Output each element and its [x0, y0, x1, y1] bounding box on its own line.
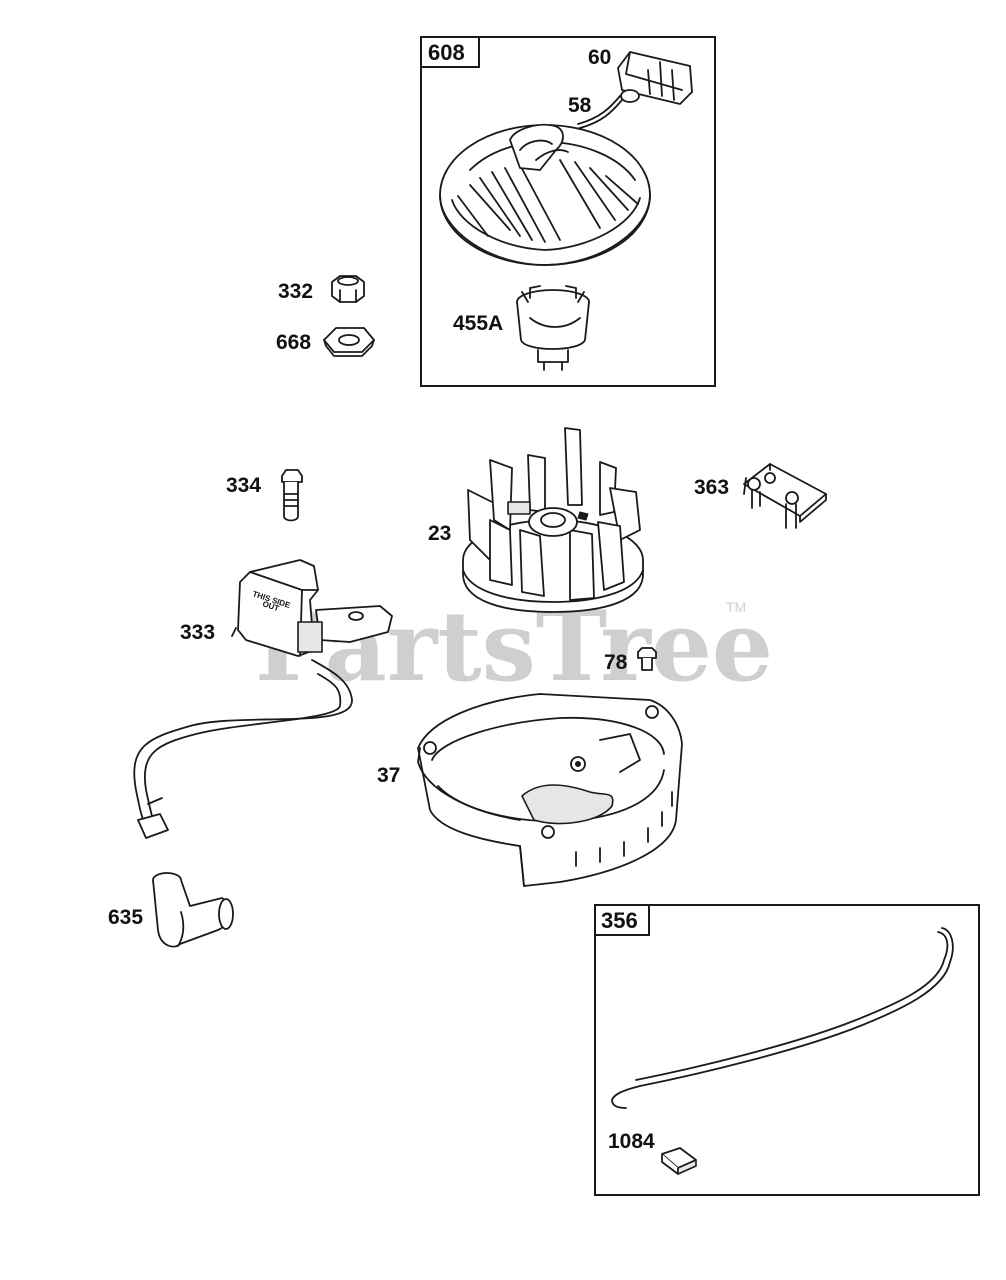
flywheel-part-23[interactable] [462, 427, 644, 613]
ground-wire-part-356[interactable] [611, 927, 954, 1109]
bolt-part-334[interactable] [281, 469, 303, 522]
callout-635: 635 [108, 906, 143, 929]
callout-332: 332 [278, 280, 313, 303]
callout-23: 23 [428, 522, 451, 545]
washer-part-668[interactable] [323, 327, 375, 357]
callout-37: 37 [377, 764, 400, 787]
callout-455A: 455A [453, 312, 503, 335]
connector-part-1084[interactable] [661, 1147, 697, 1175]
screw-part-78[interactable] [637, 647, 657, 671]
callout-334: 334 [226, 474, 261, 497]
kit-356-box[interactable]: 356 [594, 904, 980, 1196]
callout-78: 78 [604, 651, 628, 674]
blower-housing-part-37[interactable] [417, 693, 683, 887]
ignition-coil-part-333[interactable]: THIS SIDE OUT [133, 559, 393, 839]
rewind-starter-housing[interactable] [439, 123, 651, 266]
callout-1084: 1084 [608, 1130, 655, 1153]
kit-356-label: 356 [601, 908, 638, 933]
bracket-part-363[interactable] [743, 463, 827, 529]
callout-58: 58 [568, 94, 592, 117]
kit-608-box[interactable]: 608 [420, 36, 716, 387]
spark-plug-boot-part-635[interactable] [152, 872, 234, 948]
callout-333: 333 [180, 621, 215, 644]
watermark-tm: TM [726, 599, 746, 615]
starter-cup-part-455A[interactable] [516, 285, 590, 371]
callout-60: 60 [588, 46, 611, 69]
kit-608-label: 608 [428, 40, 465, 65]
callout-668: 668 [276, 331, 311, 354]
nut-part-332[interactable] [331, 275, 365, 303]
callout-363: 363 [694, 476, 729, 499]
